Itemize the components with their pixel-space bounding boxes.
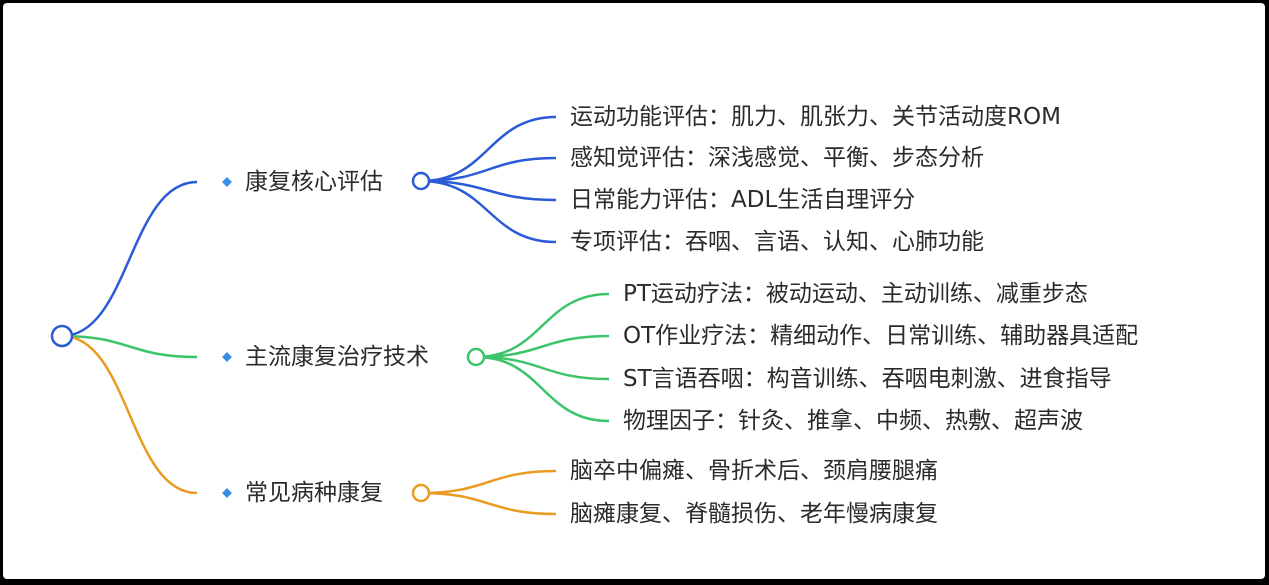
leaf-node[interactable]: ST言语吞咽：构音训练、吞咽电刺激、进食指导	[623, 366, 1112, 392]
connector-line	[420, 156, 557, 183]
branch-therapy[interactable]: 主流康复治疗技术	[245, 344, 429, 370]
mindmap-canvas: 康复核心评估 运动功能评估：肌力、肌张力、关节活动度ROM 感知觉评估：深浅感觉…	[3, 3, 1265, 579]
collapse-toggle-icon[interactable]	[411, 483, 431, 503]
leaf-node[interactable]: 脑瘫康复、脊髓损伤、老年慢病康复	[570, 501, 938, 527]
connector-line	[61, 334, 198, 495]
connector-line	[420, 179, 557, 202]
connector-line	[61, 334, 198, 359]
leaf-node[interactable]: OT作业疗法：精细动作、日常训练、辅助器具适配	[623, 323, 1139, 349]
connector-line	[475, 334, 610, 359]
connector-line	[420, 469, 557, 495]
leaf-node[interactable]: PT运动疗法：被动运动、主动训练、减重步态	[623, 281, 1088, 307]
leaf-node[interactable]: 感知觉评估：深浅感觉、平衡、步态分析	[570, 145, 984, 171]
leaf-node[interactable]: 脑卒中偏瘫、骨折术后、颈肩腰腿痛	[570, 458, 938, 484]
branch-assessment[interactable]: 康复核心评估	[245, 169, 383, 195]
leaf-node[interactable]: 专项评估：吞咽、言语、认知、心肺功能	[570, 229, 984, 255]
branch-diseases[interactable]: 常见病种康复	[245, 480, 383, 506]
leaf-node[interactable]: 运动功能评估：肌力、肌张力、关节活动度ROM	[570, 104, 1061, 130]
root-node-collapse-toggle[interactable]	[50, 324, 74, 348]
connector-line	[475, 355, 610, 381]
collapse-toggle-icon[interactable]	[411, 171, 431, 191]
connector-line	[420, 491, 557, 516]
mindmap-connectors	[50, 115, 610, 516]
connector-line	[475, 355, 610, 423]
collapse-toggle-icon[interactable]	[466, 347, 486, 367]
connector-line	[475, 292, 610, 359]
connector-line	[420, 179, 557, 244]
connector-line	[420, 115, 557, 183]
connector-line	[61, 180, 198, 338]
leaf-node[interactable]: 日常能力评估：ADL生活自理评分	[570, 187, 916, 213]
leaf-node[interactable]: 物理因子：针灸、推拿、中频、热敷、超声波	[623, 408, 1083, 434]
